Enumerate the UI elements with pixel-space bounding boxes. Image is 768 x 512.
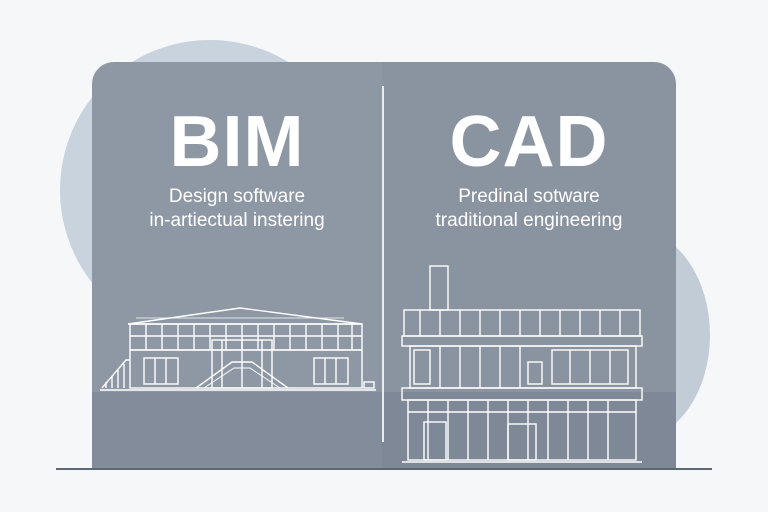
bim-title: BIM (169, 102, 305, 182)
ground-line (56, 468, 712, 470)
bim-subtitle-line-2: in-artiectual instering (149, 210, 325, 231)
comparison-panel: BIM Design software in-artiectual inster… (92, 62, 676, 470)
cad-title: CAD (449, 102, 609, 182)
cad-building-illustration (401, 265, 643, 463)
cad-subtitle-line-1: Predinal sotware (458, 186, 600, 207)
cad-subtitle-line-2: traditional engineering (435, 210, 623, 231)
center-divider (382, 86, 384, 442)
cad-column: CAD Predinal sotware traditional enginee… (384, 62, 674, 470)
bim-column: BIM Design software in-artiectual inster… (92, 62, 382, 470)
bim-subtitle-line-1: Design software (168, 186, 306, 207)
bim-building-illustration (100, 307, 376, 391)
panel-lower-band (92, 392, 676, 470)
panel-left-shade (92, 62, 382, 470)
